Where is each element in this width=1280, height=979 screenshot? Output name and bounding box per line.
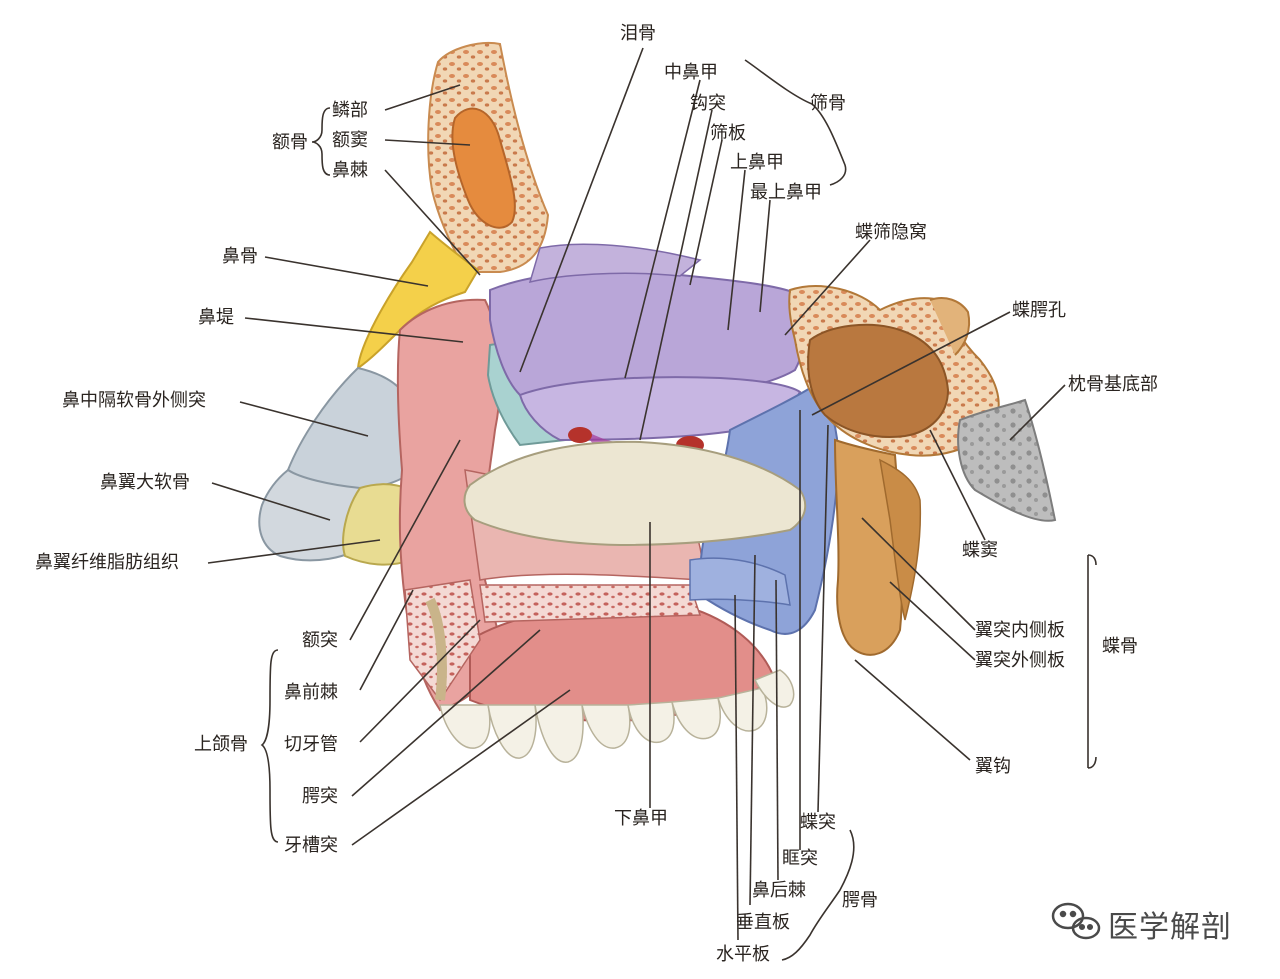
label-nasal-bone: 鼻骨 [222, 246, 258, 267]
label-lacrimal: 泪骨 [620, 23, 656, 44]
label-posterior-nasal-spine: 鼻后棘 [752, 880, 806, 901]
maxilla [396, 298, 777, 722]
label-alar-fibrofatty: 鼻翼纤维脂肪组织 [35, 552, 179, 573]
label-medial-pterygoid-plate: 翼突内侧板 [975, 620, 1065, 641]
label-orbital-process: 眶突 [782, 848, 818, 869]
occipital-basilar [957, 398, 1057, 522]
label-perpendicular-plate: 垂直板 [736, 912, 790, 933]
label-sphenoidal-process: 蝶突 [800, 812, 836, 833]
label-sphenoethmoidal-recess: 蝶筛隐窝 [855, 222, 927, 243]
label-alveolar-process: 牙槽突 [284, 835, 338, 856]
label-frontal-bone: 额骨 [272, 132, 308, 153]
inferior-concha [463, 440, 807, 547]
wechat-icon [1051, 902, 1101, 940]
label-maxilla: 上颌骨 [194, 734, 248, 755]
label-superior-concha: 上鼻甲 [730, 152, 784, 173]
watermark-text: 医学解剖 [1108, 910, 1232, 945]
watermark: 医学解剖 [1108, 902, 1232, 946]
label-lateral-pterygoid-plate: 翼突外侧板 [975, 650, 1065, 671]
label-frontal-process: 额突 [302, 630, 338, 651]
label-sphenopalatine-foramen: 蝶腭孔 [1012, 300, 1066, 321]
teeth [439, 669, 795, 763]
brackets [260, 59, 1097, 961]
label-major-alar-cartilage: 鼻翼大软骨 [100, 472, 190, 493]
label-supreme-concha: 最上鼻甲 [750, 182, 822, 203]
label-ethmoid: 筛骨 [810, 93, 846, 114]
frontal-bone [427, 42, 550, 273]
label-cribriform: 筛板 [710, 123, 746, 144]
label-palatine-bone: 腭骨 [842, 890, 878, 911]
label-palatine-process: 腭突 [302, 786, 338, 807]
label-nasal-spine: 鼻棘 [332, 160, 368, 181]
label-inferior-concha: 下鼻甲 [614, 808, 668, 829]
label-squamous: 鳞部 [332, 100, 368, 121]
label-horizontal-plate: 水平板 [716, 944, 770, 965]
label-sphenoid-sinus: 蝶窦 [962, 540, 998, 561]
label-agger-nasi: 鼻堤 [198, 307, 234, 328]
label-uncinate: 钩突 [690, 93, 726, 114]
label-septal-cartilage: 鼻中隔软骨外侧突 [62, 390, 206, 411]
leader-lines [207, 47, 1066, 941]
label-pterygoid-hamulus: 翼钩 [975, 756, 1011, 777]
label-occipital-basilar: 枕骨基底部 [1068, 374, 1158, 395]
label-middle-concha: 中鼻甲 [664, 62, 718, 83]
label-anterior-nasal-spine: 鼻前棘 [284, 682, 338, 703]
septal-cartilage [286, 366, 417, 490]
label-incisive-canal: 切牙管 [284, 734, 338, 755]
label-sphenoid-bone: 蝶骨 [1102, 636, 1138, 657]
label-frontal-sinus: 额窦 [332, 130, 368, 151]
